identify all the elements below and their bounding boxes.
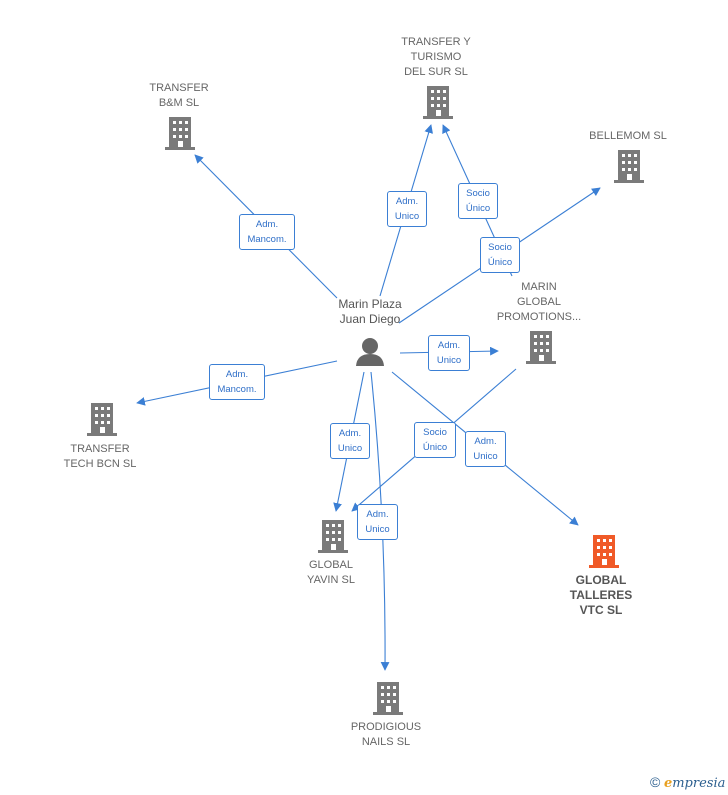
edge-label-global-yavin: Adm. Unico <box>330 423 370 459</box>
company-label-transfer-tech: TRANSFER TECH BCN SL <box>63 443 137 470</box>
edge-label-global-talleres: Adm. Unico <box>465 431 506 467</box>
brand-logo: empresia <box>663 776 726 791</box>
company-label-transfer-bm: TRANSFER B&M SL <box>149 82 209 109</box>
edge-label-marin-to-transfer-turismo: Socio Único <box>458 183 498 219</box>
company-label-bellemom: BELLEMOM SL <box>589 130 667 142</box>
edge-label-prodigious: Adm. Unico <box>357 504 398 540</box>
edge-label-transfer-tech: Adm. Mancom. <box>209 364 265 400</box>
company-label-global-talleres: GLOBAL TALLERES VTC SL <box>569 573 633 617</box>
edge-label-marin-global: Adm. Unico <box>428 335 470 371</box>
person-icon <box>356 338 384 366</box>
company-label-marin-global: MARIN GLOBAL PROMOTIONS... <box>496 281 582 323</box>
building-windows <box>95 90 637 712</box>
copyright-symbol: © <box>650 774 661 790</box>
company-label-global-yavin: GLOBAL YAVIN SL <box>307 559 355 586</box>
edge-label-transfer-turismo: Adm. Unico <box>387 191 427 227</box>
edge-label-marin-to-global-yavin: Socio Único <box>414 422 456 458</box>
copyright-footer: © empresia <box>650 774 725 791</box>
company-label-prodigious: PRODIGIOUS NAILS SL <box>350 721 422 748</box>
edge-label-transfer-bm: Adm. Mancom. <box>239 214 295 250</box>
edge-label-bellemom: Socio Único <box>480 237 520 273</box>
company-label-transfer-turismo: TRANSFER Y TURISMO DEL SUR SL <box>401 36 471 78</box>
center-person-label: Marin Plaza Juan Diego <box>338 297 402 326</box>
edges <box>136 124 601 671</box>
